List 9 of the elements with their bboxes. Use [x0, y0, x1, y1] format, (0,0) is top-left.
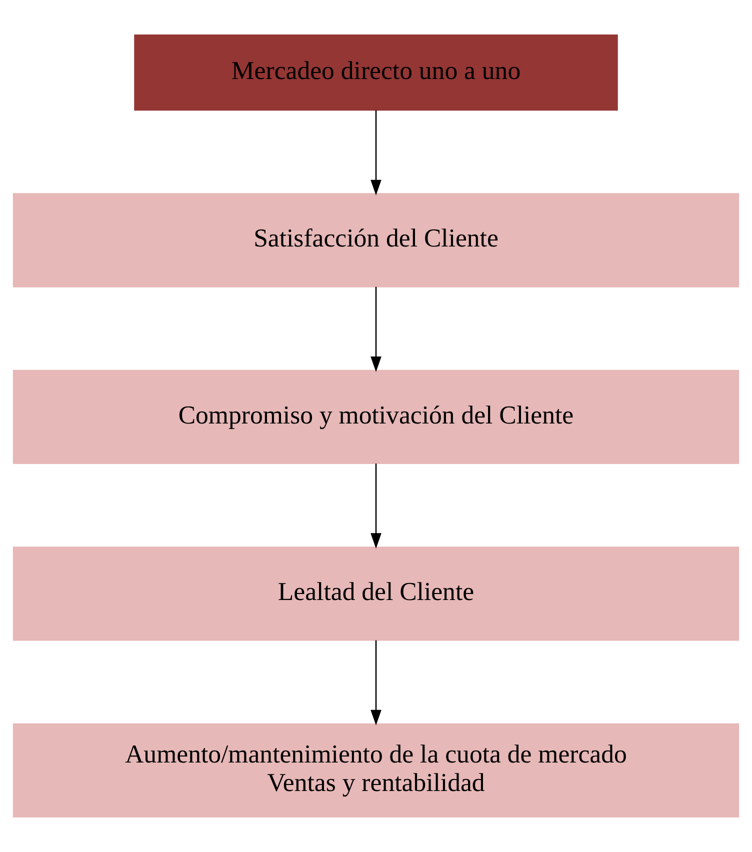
- arrow: [370, 110, 382, 196]
- node-box: Compromiso y motivación del Cliente: [12, 370, 740, 464]
- node-box: Aumento/mantenimiento de la cuota de mercado Ventas y rentabilidad: [12, 723, 740, 818]
- arrow: [370, 640, 382, 726]
- node-box: Satisfacción del Cliente: [12, 193, 740, 288]
- node-box: Mercadeo directo uno a uno: [134, 34, 618, 111]
- node-box: Lealtad del Cliente: [12, 546, 740, 641]
- arrow: [370, 286, 382, 372]
- arrow: [370, 464, 382, 549]
